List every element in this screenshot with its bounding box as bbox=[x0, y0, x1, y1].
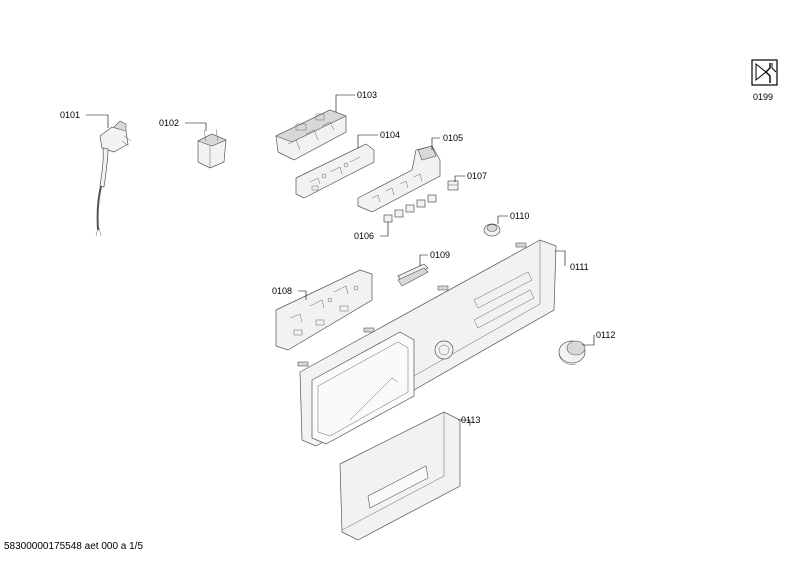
control-module-housing-part bbox=[275, 109, 347, 161]
part-label-0103: 0103 bbox=[357, 90, 377, 100]
callout-0104: 0104 bbox=[357, 130, 400, 148]
mains-cable-part bbox=[95, 120, 132, 237]
callout-0107: 0107 bbox=[454, 171, 487, 182]
callout-0109: 0109 bbox=[419, 250, 450, 266]
part-label-0101: 0101 bbox=[60, 110, 80, 120]
callout-0110: 0110 bbox=[497, 211, 529, 224]
suppressor-part bbox=[197, 128, 227, 169]
part-label-0105: 0105 bbox=[443, 133, 463, 143]
selector-knob-part bbox=[558, 340, 586, 365]
part-label-0109: 0109 bbox=[430, 250, 450, 260]
callout-0101: 0101 bbox=[60, 110, 109, 128]
button-holder-part bbox=[357, 145, 441, 213]
part-label-0107: 0107 bbox=[467, 171, 487, 181]
callout-0113: 0113 bbox=[458, 415, 480, 426]
callout-0108: 0108 bbox=[272, 286, 307, 300]
part-label-0111: 0111 bbox=[570, 262, 589, 272]
callout-0103: 0103 bbox=[335, 90, 377, 112]
part-label-0108: 0108 bbox=[272, 286, 292, 296]
part-label-0104: 0104 bbox=[380, 130, 400, 140]
control-board-part bbox=[295, 143, 375, 199]
drawer-handle-part bbox=[339, 411, 461, 541]
callout-0112: 0112 bbox=[582, 330, 615, 346]
control-panel-fascia-part bbox=[297, 239, 557, 447]
part-label-0113: 0113 bbox=[461, 415, 480, 425]
callout-0105: 0105 bbox=[431, 133, 463, 150]
document-reference: 58300000175548 aet 000 a 1/5 bbox=[4, 541, 144, 552]
callout-0102: 0102 bbox=[159, 118, 207, 131]
part-label-0110: 0110 bbox=[510, 211, 529, 221]
callout-0106: 0106 bbox=[354, 222, 389, 241]
service-tool-icon bbox=[751, 59, 778, 86]
service-icon-label: 0199 bbox=[753, 92, 773, 102]
button-part bbox=[447, 180, 459, 191]
callout-0111: 0111 bbox=[555, 250, 589, 272]
part-label-0112: 0112 bbox=[596, 330, 615, 340]
selector-insert-part bbox=[483, 223, 501, 237]
part-label-0106: 0106 bbox=[354, 231, 374, 241]
part-label-0102: 0102 bbox=[159, 118, 179, 128]
power-board-part bbox=[275, 269, 373, 351]
display-window-part bbox=[397, 263, 429, 287]
